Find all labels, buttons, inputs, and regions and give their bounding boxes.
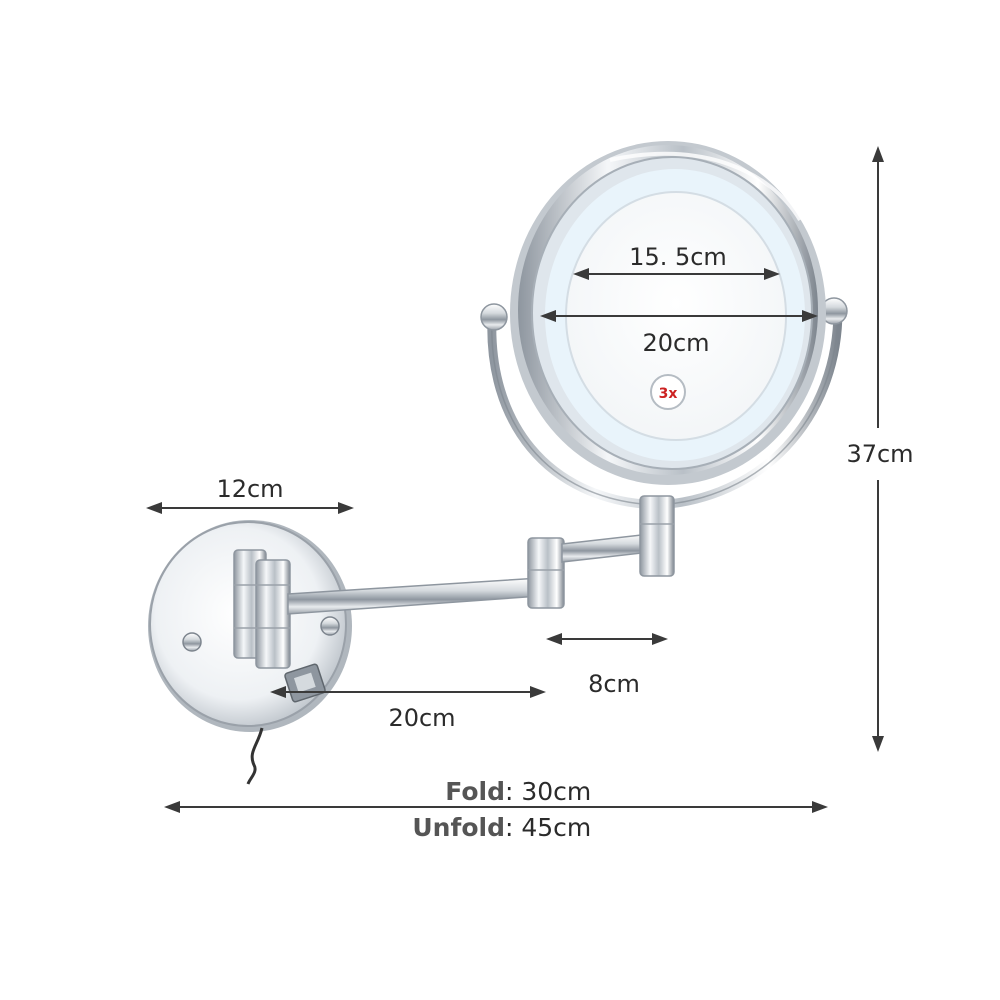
magnification-label: 3x — [659, 386, 678, 402]
middle-joint — [527, 537, 565, 609]
height-dimension: 37cm — [846, 146, 914, 752]
height-label: 37cm — [846, 440, 913, 468]
outer-diameter-dimension: 20cm — [540, 310, 818, 357]
outer-diameter-label: 20cm — [642, 329, 709, 357]
long-arm-dimension: 20cm — [270, 686, 546, 732]
inner-diameter-dimension: 15. 5cm — [573, 243, 780, 280]
unfold-label: Unfold — [412, 813, 505, 842]
short-arm-dimension: 8cm — [546, 633, 668, 698]
long-arm-label: 20cm — [388, 704, 455, 732]
mirror-joint — [639, 495, 675, 577]
inner-diameter-label: 15. 5cm — [629, 243, 727, 271]
mirror-head — [510, 141, 826, 485]
base-width-label: 12cm — [216, 475, 283, 503]
magnification-badge: 3x — [650, 374, 686, 410]
left-screw-icon — [182, 632, 202, 652]
fold-label: Fold — [445, 777, 505, 806]
total-length-dimension: Fold : 30cm Unfold : 45cm — [164, 777, 828, 842]
power-cord — [246, 727, 264, 785]
base-width-dimension: 12cm — [146, 475, 354, 514]
short-arm — [561, 533, 651, 563]
unfold-value: : 45cm — [505, 813, 591, 842]
right-screw-icon — [320, 616, 340, 636]
base-pivot — [233, 549, 291, 669]
short-arm-label: 8cm — [588, 670, 640, 698]
fold-value: : 30cm — [505, 777, 591, 806]
